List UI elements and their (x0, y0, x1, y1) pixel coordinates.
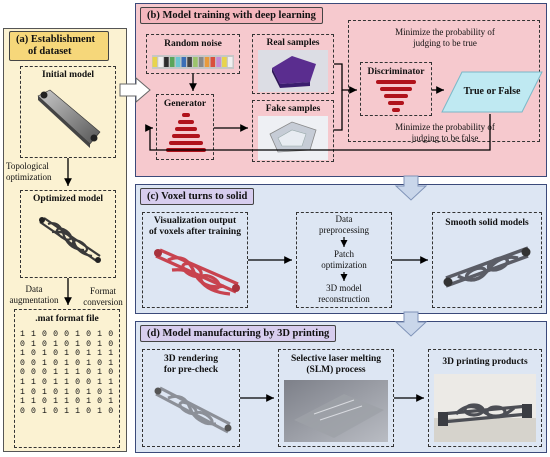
smooth-model-image (443, 246, 531, 288)
true-false-diamond (441, 71, 543, 113)
visualization-box (142, 212, 248, 308)
optimized-model-box (20, 190, 116, 278)
products-label: 3D printing products (442, 357, 528, 367)
initial-model-label: Initial model (42, 70, 94, 80)
true-false-label: True or False (463, 86, 521, 97)
panel-b-title: (b) Model training with deep learning (140, 7, 323, 24)
random-noise-box (146, 34, 240, 74)
slm-process-image (284, 380, 388, 442)
mat-row: 1 0 1 0 1 0 1 0 1 (20, 387, 114, 397)
products-box (428, 349, 542, 447)
fake-samples-label: Fake samples (265, 104, 321, 114)
discriminator-network-icon (376, 80, 416, 112)
panel-c-voxel (135, 184, 547, 314)
random-noise-label: Random noise (164, 39, 222, 49)
mat-row: 0 0 1 0 1 1 0 1 0 (20, 406, 114, 416)
mat-file-title: .mat format file (35, 314, 99, 324)
processing-steps-box (296, 212, 392, 308)
optimized-model-image (39, 217, 101, 263)
mat-row: 0 0 0 1 1 1 0 1 0 (20, 368, 114, 378)
panel-a-title: (a) Establishment of dataset (9, 31, 109, 61)
initial-model-box (20, 66, 116, 158)
smooth-models-label: Smooth solid models (445, 218, 529, 228)
generator-label: Generator (163, 99, 207, 109)
mat-row: 1 1 0 1 1 0 1 0 1 (20, 397, 114, 407)
mat-row: 1 1 0 0 0 1 0 1 0 (20, 330, 114, 339)
real-samples-box (252, 34, 334, 94)
mat-row: 0 1 0 1 0 1 0 1 0 (20, 339, 114, 349)
real-samples-label: Real samples (266, 38, 320, 48)
smooth-models-box (432, 212, 542, 308)
random-noise-image (152, 55, 234, 69)
mat-row: 1 1 0 1 1 0 0 1 1 (20, 377, 114, 387)
panel-c-title: (c) Voxel turns to solid (140, 188, 255, 205)
mat-row: 0 0 1 0 1 0 1 0 1 (20, 358, 114, 368)
generator-network-icon (166, 113, 206, 152)
rendering-box (142, 349, 240, 447)
slm-box (278, 349, 394, 447)
voxel-model-image (154, 248, 240, 296)
initial-model-image (37, 89, 101, 148)
real-samples-image (258, 50, 328, 92)
discriminator-label: Discriminator (367, 67, 425, 77)
rendering-image (154, 386, 232, 434)
panel-d-title: (d) Model manufacturing by 3D printing (140, 325, 337, 342)
mat-row: 1 0 1 0 1 0 1 1 1 (20, 349, 114, 359)
optimized-model-label: Optimized model (33, 194, 103, 204)
fake-samples-image (258, 116, 328, 160)
slm-label: Selective laser melting(SLM) process (290, 354, 382, 375)
printed-product-image (434, 374, 536, 442)
mat-file-box (14, 309, 120, 448)
